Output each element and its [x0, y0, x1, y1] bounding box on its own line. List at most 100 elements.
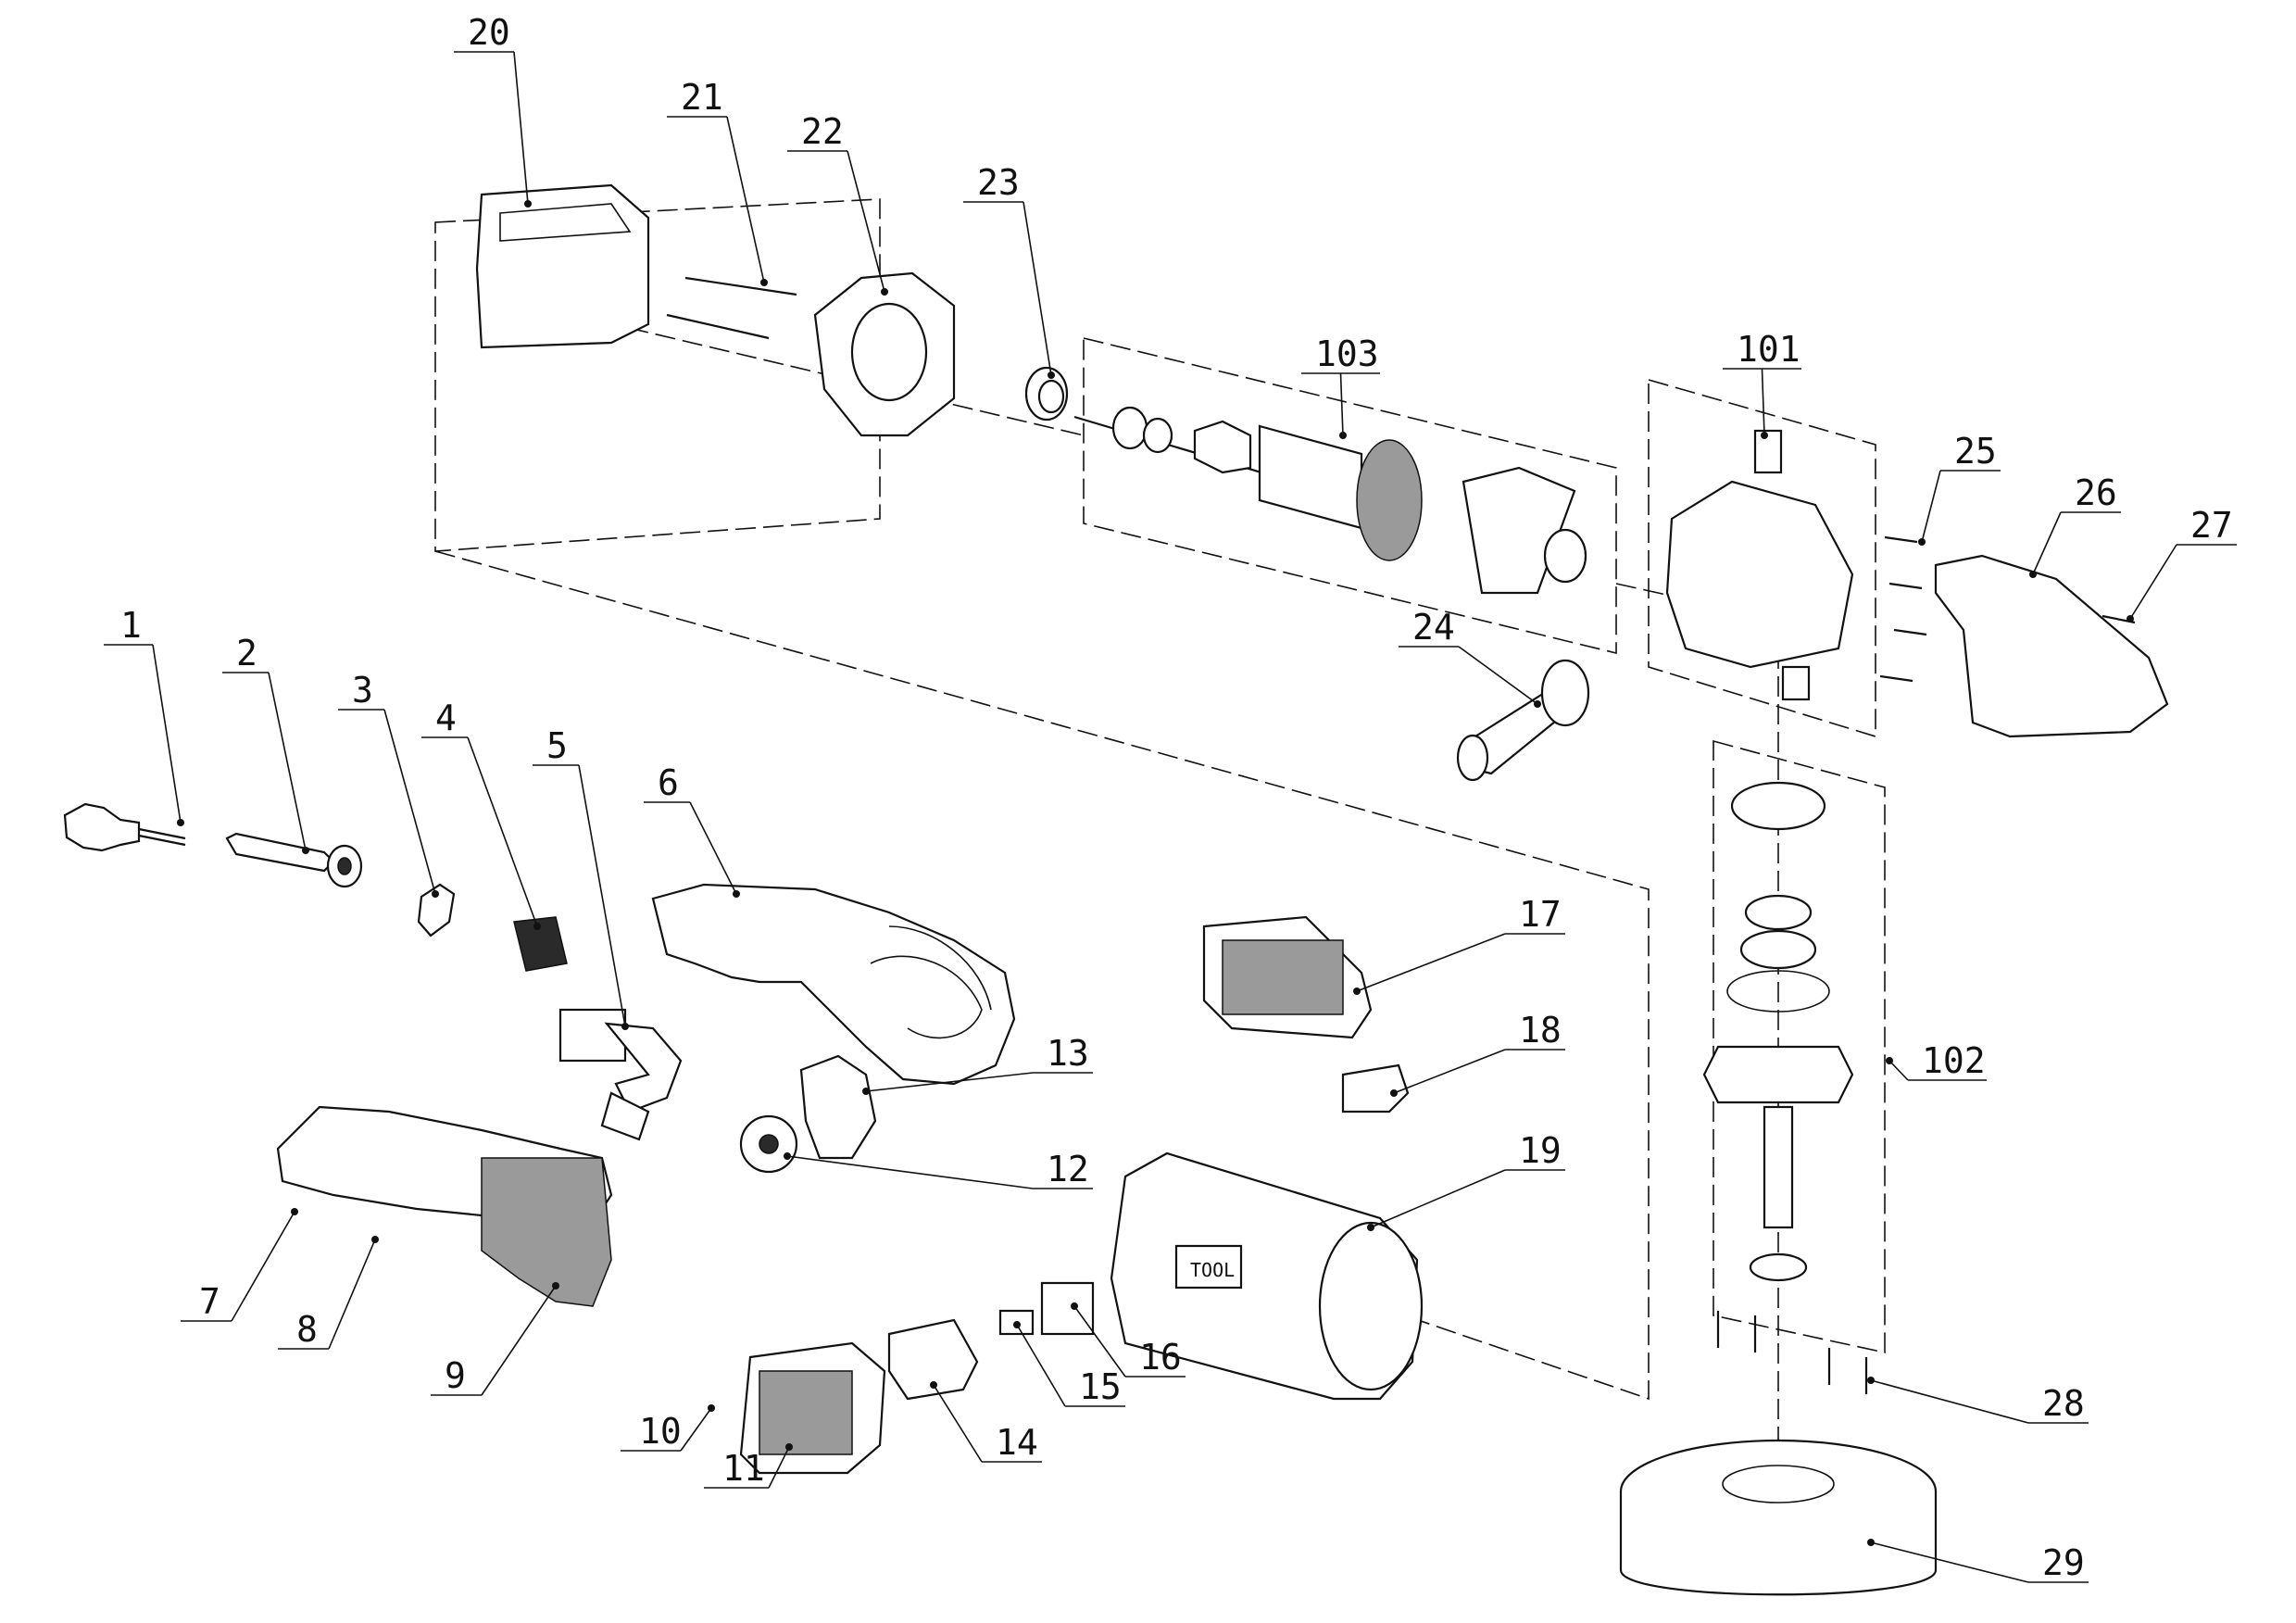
- callout-leader-1: [152, 644, 182, 824]
- callout-dot-29: [1867, 1539, 1875, 1546]
- callout-27: 27: [2127, 505, 2237, 623]
- callout-21: 21: [667, 77, 768, 286]
- callout-number-18: 18: [1519, 1010, 1562, 1051]
- callout-number-20: 20: [468, 12, 510, 53]
- callout-dot-8: [371, 1236, 379, 1243]
- polishing-pad: [1619, 1439, 1938, 1596]
- callout-10: 10: [621, 1404, 715, 1452]
- callout-18: 18: [1390, 1010, 1565, 1097]
- callout-number-16: 16: [1139, 1337, 1182, 1378]
- callout-dot-20: [524, 200, 532, 208]
- callout-number-8: 8: [296, 1309, 318, 1350]
- callout-leader-18: [1393, 1049, 1506, 1094]
- callout-7: 7: [181, 1208, 298, 1322]
- callout-number-7: 7: [199, 1281, 220, 1322]
- callout-24: 24: [1399, 607, 1541, 708]
- callout-dot-19: [1367, 1224, 1374, 1231]
- callout-dot-4: [533, 923, 541, 930]
- callout-number-12: 12: [1047, 1149, 1089, 1189]
- callout-number-19: 19: [1519, 1130, 1562, 1171]
- callout-number-28: 28: [2042, 1383, 2085, 1424]
- callout-number-26: 26: [2075, 472, 2117, 513]
- callout-number-2: 2: [236, 633, 257, 673]
- callout-number-11: 11: [722, 1448, 765, 1489]
- power-cord-plug: [63, 802, 186, 852]
- rear-handle-grip: [276, 1105, 613, 1307]
- callout-leader-27: [2129, 544, 2177, 620]
- callout-leader-5: [578, 764, 626, 1027]
- gear-screws: [1879, 535, 1927, 683]
- callout-leader-28: [1870, 1379, 2029, 1424]
- callout-leader-2: [268, 672, 307, 851]
- callout-leader-12: [786, 1155, 1034, 1189]
- callout-number-6: 6: [658, 762, 679, 803]
- callout-dot-27: [2127, 615, 2134, 623]
- callout-15: 15: [1013, 1321, 1125, 1407]
- callout-dot-2: [302, 847, 309, 854]
- callout-leader-26: [2032, 511, 2062, 575]
- callout-number-1: 1: [120, 605, 142, 646]
- callout-leader-8: [328, 1239, 376, 1350]
- callout-19: 19: [1367, 1130, 1565, 1231]
- callout-leader-6: [689, 801, 737, 895]
- callout-dot-17: [1353, 988, 1361, 995]
- switch: [558, 1008, 683, 1141]
- callout-dot-5: [621, 1023, 629, 1030]
- callout-dot-7: [291, 1208, 298, 1215]
- callout-number-4: 4: [435, 698, 457, 738]
- callout-5: 5: [533, 725, 629, 1030]
- bottom-screws: [1716, 1311, 1868, 1394]
- side-handle: [1456, 659, 1590, 782]
- callout-dot-103: [1339, 432, 1347, 439]
- callout-dot-26: [2029, 571, 2037, 578]
- brush-cover-plate: [1341, 1063, 1410, 1113]
- spindle-assembly: [1702, 781, 1854, 1282]
- callout-number-21: 21: [681, 77, 723, 118]
- brush-holder: [1040, 1281, 1095, 1336]
- callout-leader-7: [231, 1211, 295, 1322]
- callout-12: 12: [784, 1149, 1093, 1189]
- insulating-plate: [887, 1318, 979, 1401]
- callout-leader-25: [1921, 470, 1941, 543]
- gear-housing: [1665, 429, 1854, 701]
- cord-sleeve: [225, 832, 363, 888]
- callout-dot-1: [177, 819, 184, 826]
- callout-dot-6: [733, 890, 740, 898]
- callout-dot-102: [1886, 1057, 1893, 1064]
- callout-number-17: 17: [1519, 894, 1562, 935]
- callout-dot-24: [1534, 700, 1541, 708]
- callout-9: 9: [431, 1282, 559, 1396]
- callout-number-27: 27: [2190, 505, 2233, 546]
- electronic-module: [799, 1054, 877, 1160]
- callout-leader-29: [1870, 1541, 2029, 1583]
- callout-leader-15: [1016, 1324, 1066, 1407]
- callout-leader-20: [513, 51, 529, 205]
- callout-dot-101: [1761, 432, 1768, 439]
- callout-4: 4: [421, 698, 541, 930]
- callout-dot-21: [760, 279, 768, 286]
- callout-leader-102: [1888, 1060, 1909, 1081]
- motor-housing: TOOL: [1110, 1151, 1424, 1401]
- callout-number-14: 14: [996, 1422, 1038, 1463]
- fan-baffle: [813, 271, 956, 437]
- callout-number-102: 102: [1922, 1040, 1986, 1081]
- carbon-brush-block: [513, 916, 568, 972]
- callout-leader-13: [865, 1072, 1034, 1092]
- vent-cover-top: [1202, 915, 1373, 1039]
- callout-leader-24: [1458, 646, 1538, 705]
- callout-leader-11: [768, 1446, 790, 1489]
- armature: [1073, 406, 1587, 595]
- callout-dot-11: [785, 1443, 793, 1451]
- callout-dot-14: [930, 1381, 937, 1389]
- callout-102: 102: [1886, 1040, 1987, 1081]
- callout-dot-13: [862, 1088, 870, 1095]
- callout-leader-16: [1073, 1305, 1126, 1378]
- callout-leader-9: [481, 1285, 557, 1396]
- callout-layer: 1234567891011121314151617181920212223242…: [104, 12, 2237, 1583]
- callout-6: 6: [644, 762, 740, 898]
- callout-28: 28: [1867, 1377, 2089, 1424]
- needle-bearing: [1024, 366, 1069, 421]
- callout-14: 14: [930, 1381, 1042, 1463]
- callout-23: 23: [963, 162, 1055, 379]
- callout-dot-22: [881, 288, 888, 296]
